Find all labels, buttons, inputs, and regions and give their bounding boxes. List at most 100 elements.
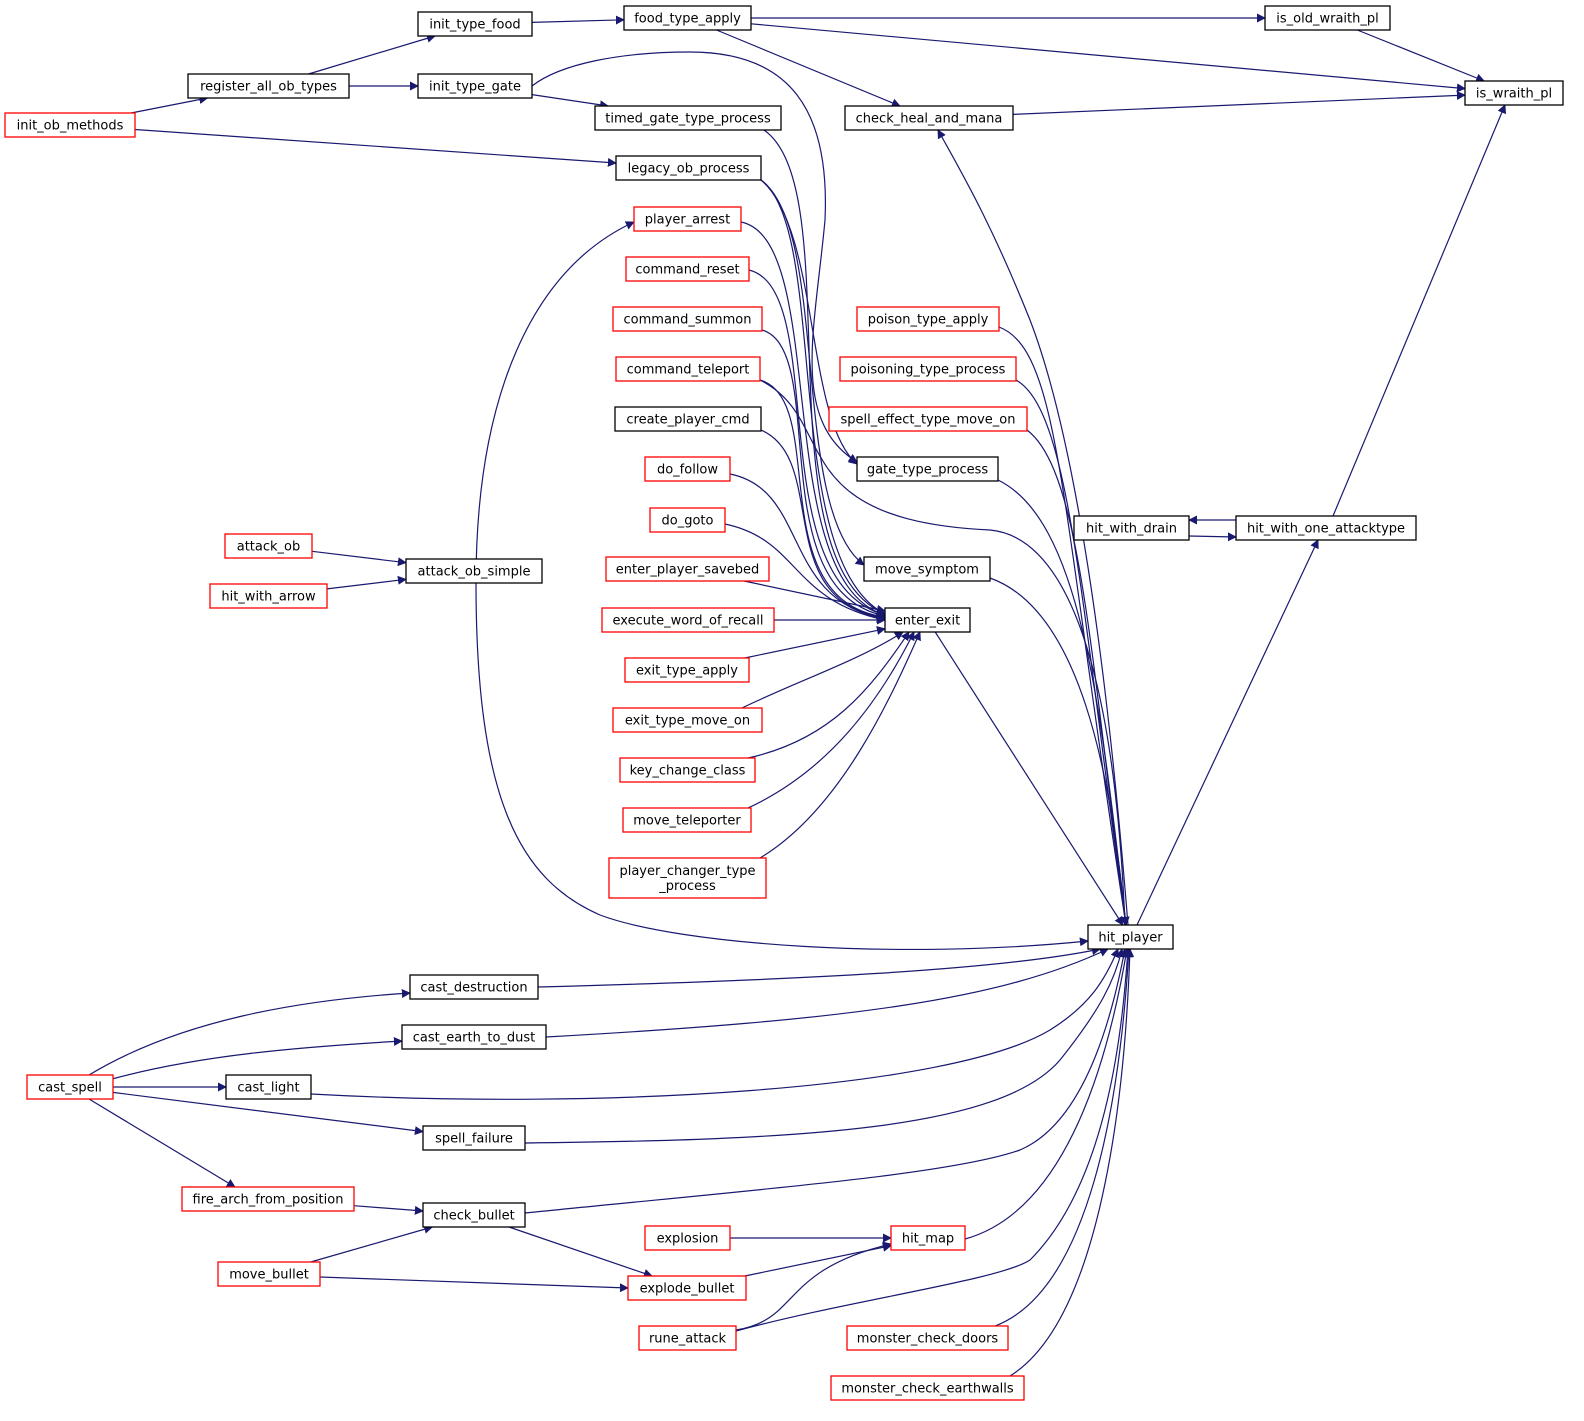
node-explosion[interactable]: explosion [644, 1225, 731, 1251]
edge-create_player_cmd-to-enter_exit [760, 429, 886, 622]
node-box [856, 306, 1000, 332]
edge-player_arrest-to-enter_exit [740, 221, 886, 617]
node-legacy_ob_process[interactable]: legacy_ob_process [615, 155, 762, 181]
edge-hit_with_drain-to-hit_with_one_attacktype [1188, 532, 1237, 542]
node-check_bullet[interactable]: check_bullet [422, 1202, 526, 1228]
node-label: init_type_food [429, 18, 520, 33]
node-cast_destruction[interactable]: cast_destruction [409, 974, 539, 1000]
node-poisoning_type_process[interactable]: poisoning_type_process [839, 356, 1017, 382]
node-hit_player[interactable]: hit_player [1087, 924, 1174, 950]
node-cast_light[interactable]: cast_light [225, 1074, 312, 1100]
node-player_changer_type_process[interactable]: player_changer_type_process [608, 857, 767, 899]
node-init_type_food[interactable]: init_type_food [417, 11, 533, 37]
node-box [217, 1261, 321, 1287]
node-do_follow[interactable]: do_follow [644, 456, 731, 482]
node-monster_check_earthwalls[interactable]: monster_check_earthwalls [830, 1375, 1025, 1401]
node-label: attack_ob [237, 540, 301, 555]
node-command_teleport[interactable]: command_teleport [615, 356, 761, 382]
node-box [622, 807, 752, 833]
node-label: do_goto [662, 514, 714, 529]
node-hit_with_one_attacktype[interactable]: hit_with_one_attacktype [1235, 515, 1417, 541]
node-label: check_heal_and_mana [856, 112, 1003, 127]
node-label: move_symptom [875, 563, 979, 578]
node-cast_spell[interactable]: cast_spell [26, 1074, 114, 1100]
node-box [605, 556, 770, 582]
node-register_all_ob_types[interactable]: register_all_ob_types [187, 73, 350, 99]
node-init_ob_methods[interactable]: init_ob_methods [4, 112, 136, 138]
node-create_player_cmd[interactable]: create_player_cmd [614, 406, 762, 432]
node-label: enter_exit [895, 614, 960, 629]
node-timed_gate_type_process[interactable]: timed_gate_type_process [594, 105, 782, 131]
node-food_type_apply[interactable]: food_type_apply [623, 5, 752, 31]
node-is_old_wraith_pl[interactable]: is_old_wraith_pl [1264, 5, 1391, 31]
edge-init_ob_methods-to-legacy_ob_process [134, 128, 617, 167]
node-label: explode_bullet [640, 1282, 735, 1297]
node-rune_attack[interactable]: rune_attack [638, 1325, 737, 1351]
node-is_wraith_pl[interactable]: is_wraith_pl [1464, 80, 1564, 106]
edge-init_type_gate-to-gate_type_process [531, 51, 858, 463]
node-hit_with_arrow[interactable]: hit_with_arrow [209, 583, 328, 609]
node-poison_type_apply[interactable]: poison_type_apply [856, 306, 1000, 332]
node-enter_player_savebed[interactable]: enter_player_savebed [605, 556, 770, 582]
node-box [417, 73, 533, 99]
node-move_symptom[interactable]: move_symptom [863, 556, 991, 582]
node-label: timed_gate_type_process [605, 112, 771, 127]
node-hit_with_drain[interactable]: hit_with_drain [1073, 515, 1190, 541]
edge-attack_ob_simple-to-player_arrest [475, 221, 635, 584]
edge-do_goto-to-enter_exit [724, 523, 886, 623]
node-move_teleporter[interactable]: move_teleporter [622, 807, 752, 833]
node-label: monster_check_earthwalls [841, 1382, 1014, 1397]
edge-fire_arch_from_position-to-check_bullet [353, 1205, 424, 1215]
node-monster_check_doors[interactable]: monster_check_doors [846, 1325, 1009, 1351]
node-gate_type_process[interactable]: gate_type_process [856, 456, 999, 482]
node-attack_ob[interactable]: attack_ob [224, 533, 313, 559]
node-hit_map[interactable]: hit_map [890, 1225, 966, 1251]
edge-move_symptom-to-hit_player [989, 577, 1130, 926]
node-player_arrest[interactable]: player_arrest [633, 206, 742, 232]
edge-check_bullet-to-explode_bullet [508, 1226, 653, 1278]
edge-command_teleport-to-enter_exit [759, 379, 886, 621]
node-execute_word_of_recall[interactable]: execute_word_of_recall [601, 607, 775, 633]
node-do_goto[interactable]: do_goto [649, 507, 726, 533]
edge-check_heal_and_mana-to-is_wraith_pl [1012, 90, 1466, 115]
node-enter_exit[interactable]: enter_exit [884, 607, 971, 633]
node-label: poison_type_apply [868, 313, 989, 328]
edge-spell_effect_type_move_on-to-hit_player [1026, 429, 1130, 926]
node-spell_failure[interactable]: spell_failure [422, 1125, 526, 1151]
node-label: monster_check_doors [857, 1332, 999, 1347]
node-box [225, 1074, 312, 1100]
node-move_bullet[interactable]: move_bullet [217, 1261, 321, 1287]
node-label: exit_type_move_on [625, 714, 750, 729]
node-box [624, 657, 750, 683]
edge-cast_destruction-to-hit_player [537, 946, 1101, 988]
node-box [846, 1325, 1009, 1351]
node-explode_bullet[interactable]: explode_bullet [627, 1275, 747, 1301]
node-check_heal_and_mana[interactable]: check_heal_and_mana [844, 105, 1014, 131]
node-fire_arch_from_position[interactable]: fire_arch_from_position [181, 1186, 355, 1212]
edge-is_old_wraith_pl-to-is_wraith_pl [1357, 29, 1486, 83]
node-attack_ob_simple[interactable]: attack_ob_simple [405, 558, 543, 584]
node-label: create_player_cmd [626, 413, 749, 428]
node-command_summon[interactable]: command_summon [612, 306, 763, 332]
node-label: is_old_wraith_pl [1276, 12, 1378, 27]
node-box [884, 607, 971, 633]
node-exit_type_apply[interactable]: exit_type_apply [624, 657, 750, 683]
node-label: food_type_apply [634, 12, 741, 27]
node-box [608, 857, 767, 899]
node-label: explosion [657, 1232, 719, 1247]
node-box [612, 306, 763, 332]
edge-do_follow-to-enter_exit [729, 473, 886, 622]
node-label: cast_spell [38, 1081, 102, 1096]
edge-gate_type_process-to-hit_player [997, 479, 1130, 926]
node-box [830, 1375, 1025, 1401]
node-box [627, 1275, 747, 1301]
edge-move_bullet-to-check_bullet [310, 1224, 434, 1263]
edge-timed_gate_type_process-to-enter_exit [763, 129, 886, 615]
node-key_change_class[interactable]: key_change_class [619, 757, 756, 783]
node-cast_earth_to_dust[interactable]: cast_earth_to_dust [401, 1024, 547, 1050]
node-box [409, 974, 539, 1000]
node-command_reset[interactable]: command_reset [625, 256, 750, 282]
node-spell_effect_type_move_on[interactable]: spell_effect_type_move_on [828, 406, 1028, 432]
node-exit_type_move_on[interactable]: exit_type_move_on [612, 707, 763, 733]
node-init_type_gate[interactable]: init_type_gate [417, 73, 533, 99]
